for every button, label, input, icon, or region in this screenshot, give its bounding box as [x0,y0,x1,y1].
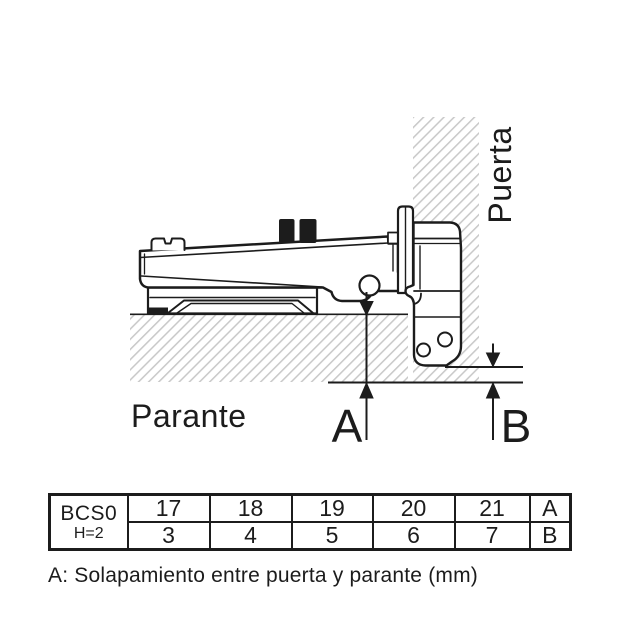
spec-table: BCS0 H=2 17 18 19 20 21 A 3 4 5 6 7 B [48,493,572,551]
cup-screw-hole-2 [437,331,453,348]
value-b-1: 3 [126,521,211,551]
row-b-label: B [528,521,572,551]
table-row: BCS0 H=2 17 18 19 20 21 A [48,493,572,551]
row-a-label: A [528,493,572,523]
model-cell: BCS0 H=2 [48,493,129,551]
hinge-body [138,205,463,367]
dim-a-arrow-down-icon [359,301,374,317]
table-row: 3 4 5 6 7 B [50,521,572,551]
height-code: H=2 [73,524,104,542]
door-label: Puerta [482,126,518,223]
dim-a-arrow-up-icon [359,381,374,399]
dim-b-arrow-up-icon [485,381,501,399]
adjustment-clip [150,237,186,252]
value-a-4: 20 [371,493,456,523]
adjustment-screw [279,219,295,243]
side-panel-hatch [130,315,408,382]
model-code: BCS0 [60,501,118,525]
baseplate-trapezoid [167,299,314,314]
value-b-5: 7 [453,521,531,551]
arm-top-line [139,242,389,259]
dimensions [328,292,523,440]
value-a-1: 17 [126,493,211,523]
arm-seam-line [140,275,323,288]
value-b-4: 6 [371,521,456,551]
value-a-3: 19 [290,493,374,523]
link-detail [387,231,399,245]
cup-hook [413,292,422,305]
baseplate-trapezoid-inner [176,302,305,314]
mounting-screw [299,219,317,243]
pivot-circle [358,274,381,297]
value-b-3: 5 [290,521,374,551]
dim-a-label: A [332,400,363,452]
value-a-5: 21 [453,493,531,523]
table-caption: A: Solapamiento entre puerta y parante (… [48,564,478,587]
cup-screw-hole-1 [416,342,431,358]
dim-b-arrow-down-icon [485,352,501,368]
hinge-diagram: Puerta Parante A B [130,117,532,452]
value-b-2: 4 [208,521,293,551]
side-panel-label: Parante [131,398,247,434]
value-a-2: 18 [208,493,293,523]
hinge-arm [138,235,413,303]
dim-b-label: B [501,400,532,452]
baseplate-foot [149,307,168,314]
